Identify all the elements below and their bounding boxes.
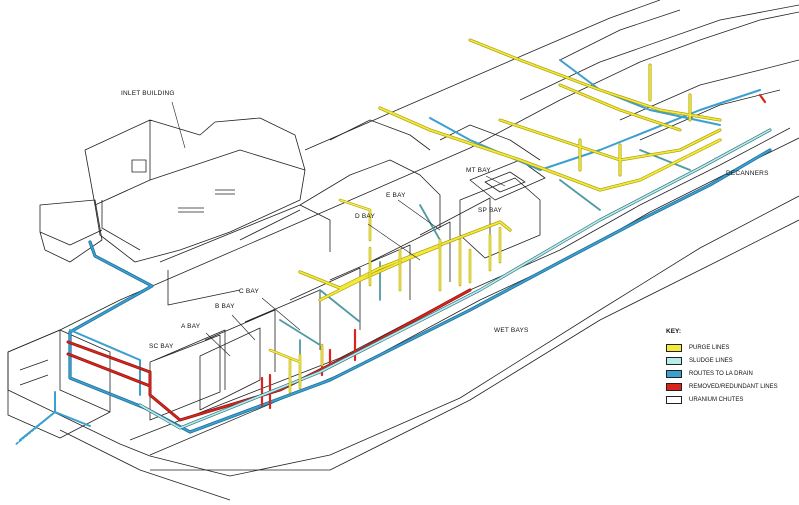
legend-swatch-sludge [666,356,682,365]
purge-main-fill [299,107,721,301]
legend-swatch-purge [666,343,682,352]
sp-bay-box [459,177,541,259]
inlet-building [84,117,306,263]
leader-d-bay [367,223,421,261]
legend-label-purge: PURGE LINES [689,344,730,351]
drain-route-dotted [14,411,56,446]
leader-mt-bay [485,175,506,187]
wet-bay-lower-wall [59,219,799,501]
legend-label-sludge: SLUDGE LINES [689,357,733,364]
legend-swatch-uranium [666,395,682,404]
a-bay-box [199,327,261,411]
legend-swatch-drain [666,369,682,378]
label-a-bay: A BAY [181,323,201,330]
sludge-line-1-fill [139,129,771,429]
label-wet-bays: WET BAYS [494,327,529,334]
left-end-block [7,329,111,439]
inlet-windows [178,189,235,213]
label-b-bay: B BAY [215,303,235,310]
left-annex [39,199,103,263]
legend-label-uranium: URANIUM CHUTES [689,396,744,403]
label-decanners: DECANNERS [726,170,769,177]
label-mt-bay: MT BAY [466,167,491,174]
decanner-wall [619,59,799,141]
legend-title: KEY: [666,328,682,335]
inlet-vent [131,159,147,173]
label-sc-bay: SC BAY [149,343,174,350]
legend-swatch-removed [666,382,682,391]
label-e-bay: E BAY [386,192,406,199]
back-wall [304,0,799,151]
drain-route-line-1-fill [69,149,771,433]
legend-item-purge: PURGE LINES [666,341,794,354]
leader-b-bay [231,314,256,341]
drain-route-line-3 [429,59,761,171]
removed-line-1-fill [67,289,471,421]
leader-inlet [171,101,186,149]
label-sp-bay: SP BAY [478,207,503,214]
legend: KEY: PURGE LINES SLUDGE LINES ROUTES TO … [666,328,794,406]
legend-item-uranium: URANIUM CHUTES [666,393,794,406]
purge-upper-fill [469,39,721,176]
legend-item-drain: ROUTES TO LA DRAIN [666,367,794,380]
label-c-bay: C BAY [239,288,260,295]
purge-risers-fill [269,199,501,393]
leader-e-bay [397,199,441,231]
mid-walls [159,119,541,306]
legend-item-removed: REMOVED/REDUNDANT LINES [666,380,794,393]
legend-item-sludge: SLUDGE LINES [666,354,794,367]
leader-c-bay [261,297,301,331]
legend-label-removed: REMOVED/REDUNDANT LINES [689,383,778,390]
label-d-bay: D BAY [355,213,376,220]
main-building-outline [7,11,799,477]
legend-label-drain: ROUTES TO LA DRAIN [689,370,753,377]
leader-a-bay [205,332,231,357]
label-inlet-building: INLET BUILDING [121,90,175,97]
mt-bay-box [469,159,546,201]
